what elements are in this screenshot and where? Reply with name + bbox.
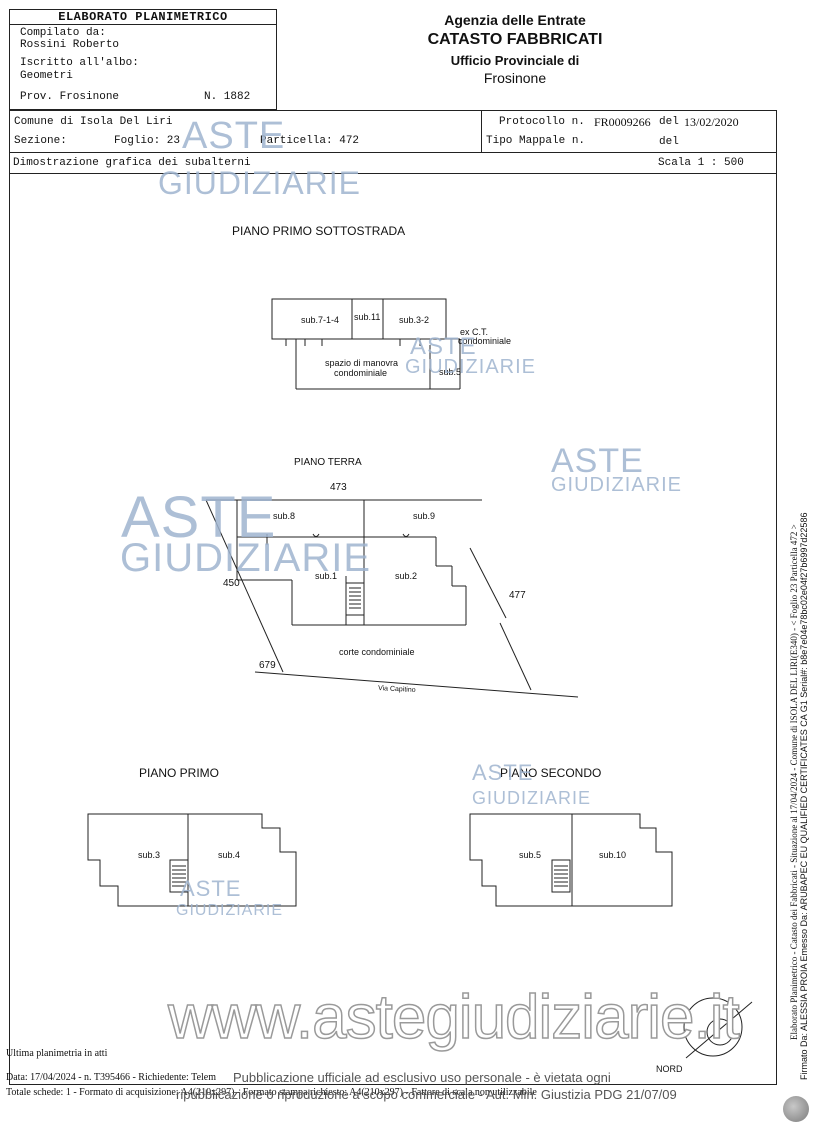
sub-5-secondo-label: sub.5 bbox=[519, 850, 542, 860]
tipo-mappale-del: del bbox=[659, 136, 679, 148]
info-divider-vertical bbox=[481, 110, 482, 152]
pubblicazione-line-2: ripubblicazione o riproduzione a scopo c… bbox=[176, 1087, 677, 1102]
sub-1-label: sub.1 bbox=[315, 571, 338, 581]
agency-line-2: CATASTO FABBRICATI bbox=[427, 31, 603, 48]
totale-line: Totale schede: 1 - Formato di acquisizio… bbox=[6, 1087, 537, 1098]
watermark-aste-5: ASTE bbox=[472, 760, 534, 785]
seal-icon bbox=[783, 1096, 809, 1122]
watermark-giudiziarie-1: GIUDIZIARIE bbox=[158, 165, 362, 201]
sub-3-2-label: sub.3-2 bbox=[399, 315, 430, 325]
watermark-aste-2: ASTE bbox=[121, 485, 277, 550]
secondo-title: PIANO SECONDO bbox=[500, 766, 602, 780]
sub-5-sottostrada-label: sub.5 bbox=[439, 367, 462, 377]
pubblicazione-line-1: Pubblicazione ufficiale ad esclusivo uso… bbox=[233, 1070, 611, 1085]
sub-3-label: sub.3 bbox=[138, 850, 161, 860]
watermark-giudiziarie-3: GIUDIZIARIE bbox=[551, 474, 683, 496]
watermark-aste-3: ASTE bbox=[551, 442, 644, 480]
spazio-condominiale-label: condominiale bbox=[334, 368, 388, 378]
sub-11-label: sub.11 bbox=[354, 312, 381, 322]
albo-number: N. 1882 bbox=[204, 91, 251, 103]
foglio-label: Foglio: 23 bbox=[114, 135, 181, 147]
protocollo-value: FR0009266 bbox=[594, 115, 651, 129]
watermark-giudiziarie-6: GIUDIZIARIE bbox=[176, 902, 284, 919]
corte-condominiale-label: corte condominiale bbox=[339, 647, 415, 657]
agency-line-4: Frosinone bbox=[483, 70, 547, 86]
data-line: Data: 17/04/2024 - n. T395466 - Richiede… bbox=[6, 1072, 216, 1083]
compilato-label: Compilato da: bbox=[20, 27, 106, 39]
ex-ct-condominiale-label: condominiale bbox=[458, 336, 512, 346]
parcel-477-label: 477 bbox=[509, 590, 526, 601]
sub-10-label: sub.10 bbox=[599, 850, 627, 860]
tipo-mappale-label: Tipo Mappale n. bbox=[486, 135, 586, 147]
iscritto-label: Iscritto all'albo: bbox=[20, 57, 139, 69]
prov-label: Prov. Frosinone bbox=[20, 91, 120, 103]
parcel-473-label: 473 bbox=[330, 482, 347, 493]
parcel-450-label: 450 bbox=[223, 578, 240, 589]
side-text-firmato: Firmato Da: ALESSIA PROIA Emesso Da: ARU… bbox=[799, 512, 809, 1080]
side-text-situazione: Elaborato Planimetrico - Catasto dei Fab… bbox=[789, 524, 799, 1040]
sub-7-1-4-label: sub.7-1-4 bbox=[301, 315, 340, 325]
sub-2-label: sub.2 bbox=[395, 571, 418, 581]
primo-title: PIANO PRIMO bbox=[139, 766, 220, 780]
sub-9-label: sub.9 bbox=[413, 511, 436, 521]
sub-4-label: sub.4 bbox=[218, 850, 241, 860]
ex-ct-label: ex C.T. bbox=[460, 327, 489, 337]
agency-line-3: Ufficio Provinciale di bbox=[450, 53, 580, 68]
north-compass-icon bbox=[683, 997, 753, 1059]
watermark-giudiziarie-4: GIUDIZIARIE bbox=[405, 356, 537, 378]
comune-label: Comune di Isola Del Liri bbox=[14, 116, 173, 128]
scala-label: Scala 1 : 500 bbox=[658, 157, 744, 169]
document-title: ELABORATO PLANIMETRICO bbox=[58, 10, 228, 24]
watermark-aste-6: ASTE bbox=[180, 876, 242, 901]
nord-label: NORD bbox=[656, 1064, 683, 1074]
watermark-giudiziarie-5: GIUDIZIARIE bbox=[472, 788, 592, 808]
protocollo-label: Protocollo n. bbox=[499, 116, 585, 128]
secondo-plan bbox=[469, 813, 673, 907]
protocollo-del: del bbox=[659, 116, 679, 128]
watermark-aste-1: ASTE bbox=[182, 115, 286, 157]
watermark-aste-4: ASTE bbox=[410, 333, 477, 360]
terra-title: PIANO TERRA bbox=[294, 457, 362, 468]
iscritto-value: Geometri bbox=[20, 70, 73, 82]
compilato-name: Rossini Roberto bbox=[20, 39, 120, 51]
watermark-url: www.astegiudiziarie.it bbox=[167, 982, 740, 1053]
primo-plan bbox=[87, 813, 297, 907]
parcel-679-label: 679 bbox=[259, 660, 276, 671]
dimostrazione-label: Dimostrazione grafica dei subalterni bbox=[13, 157, 251, 169]
header-title-divider bbox=[9, 24, 277, 25]
sub-8-label: sub.8 bbox=[273, 511, 296, 521]
sottostrada-plan bbox=[271, 298, 461, 390]
sottostrada-title: PIANO PRIMO SOTTOSTRADA bbox=[232, 224, 406, 238]
agency-line-1: Agenzia delle Entrate bbox=[444, 12, 586, 28]
spazio-manovra-label: spazio di manovra bbox=[325, 358, 399, 368]
watermark-giudiziarie-2: GIUDIZIARIE bbox=[120, 536, 372, 580]
ultima-planimetria: Ultima planimetria in atti bbox=[6, 1048, 108, 1059]
particella-label: Particella: 472 bbox=[260, 135, 360, 147]
header-box bbox=[9, 9, 277, 110]
sezione-label: Sezione: bbox=[14, 135, 67, 147]
info-divider-1 bbox=[9, 152, 777, 153]
protocollo-date: 13/02/2020 bbox=[684, 115, 739, 129]
drawing-frame bbox=[9, 173, 777, 1085]
terra-plan bbox=[205, 499, 579, 698]
